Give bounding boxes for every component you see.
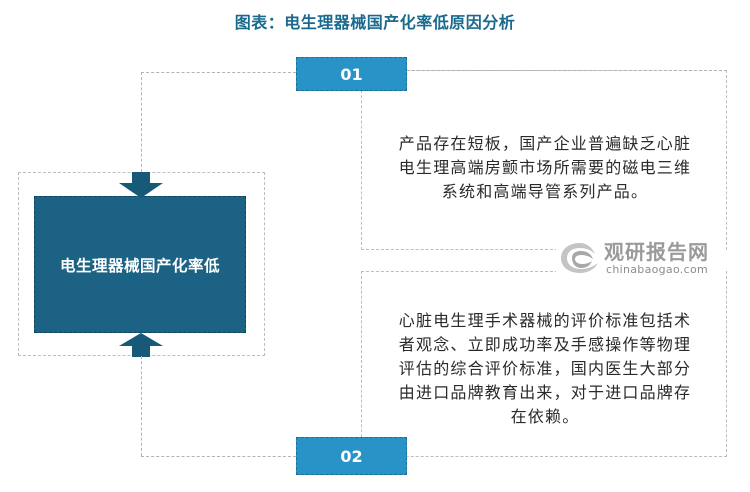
reason-2-line-2: 者观念、立即成功率及手感操作等物理 [398, 335, 692, 354]
watermark-cn: 观研报告网 [604, 240, 709, 264]
chinabaogao-logo-icon [561, 243, 598, 273]
center-box: 电生理器械国产化率低 [34, 196, 246, 333]
connector-bottom-vertical [141, 356, 142, 456]
reason-number-1: 01 [340, 64, 363, 84]
center-box-label: 电生理器械国产化率低 [59, 256, 220, 275]
reason-number-box-1: 01 [296, 57, 407, 91]
reason-2-line-3: 评估的综合评价标准，国内医生大部分 [398, 359, 692, 378]
reason-1-line-3: 系统和高端导管系列产品。 [441, 182, 649, 201]
reason-text-2: 心脏电生理手术器械的评价标准包括术 者观念、立即成功率及手感操作等物理 评估的综… [372, 309, 718, 429]
arrow-up-icon [119, 333, 163, 357]
reason-panel-2 [361, 271, 727, 457]
connector-top-horizontal [141, 72, 296, 73]
reason-2-line-5: 在依赖。 [510, 407, 580, 426]
connector-bottom-horizontal [141, 456, 296, 457]
connector-top-vertical [141, 72, 142, 172]
reason-text-1: 产品存在短板，国产企业普遍缺乏心脏 电生理高端房颤市场所需要的磁电三维 系统和高… [372, 132, 718, 204]
reason-2-line-4: 由进口品牌教育出来，对于进口品牌存 [398, 383, 692, 402]
chart-title: 图表：电生理器械国产化率低原因分析 [234, 13, 516, 32]
reason-number-2: 02 [340, 446, 363, 466]
watermark: 观研报告网 chinabaogao.com [556, 236, 726, 280]
reason-2-line-1: 心脏电生理手术器械的评价标准包括术 [398, 311, 692, 330]
watermark-en: chinabaogao.com [606, 263, 708, 276]
reason-1-line-1: 产品存在短板，国产企业普遍缺乏心脏 [398, 134, 692, 153]
arrow-down-icon [119, 172, 163, 198]
reason-1-line-2: 电生理高端房颤市场所需要的磁电三维 [398, 158, 692, 177]
reason-number-box-2: 02 [296, 437, 407, 475]
reason-1-top-line [407, 70, 727, 71]
